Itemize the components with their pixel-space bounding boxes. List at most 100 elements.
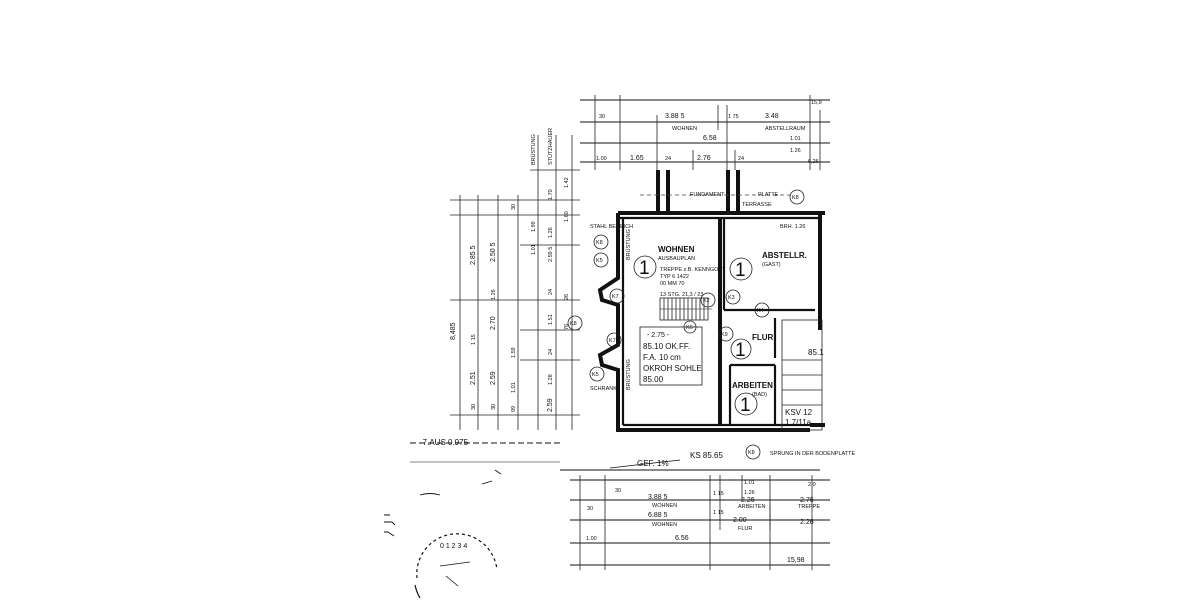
top-dim-sub-2: ABSTELLRAUM [765,126,806,132]
marker-k5-b: K5 [589,366,605,382]
top-dim-2: 3.88 5 [665,113,685,120]
stair-note-2: TYP 6 1422 [660,274,689,280]
marker-k8-c: K8 [789,189,805,205]
left-dim-c2: 2.59 [490,371,497,385]
bottom-dim-8: 1 15 [713,510,724,516]
room-sub: (GAST) [762,262,781,268]
room-number: 1 [735,260,746,281]
bottom-dim-2: 3.88 5 [648,494,668,501]
top-edge-1: 15,9 [811,100,822,106]
schrank-label: SCHRANK [590,386,617,392]
svg-text:K7: K7 [609,338,616,344]
left-dim-d6: 1.99 [531,221,537,232]
brh-label: BRH. 1.26 [780,224,805,230]
bottom-dim-4: 2.26 [741,497,755,504]
left-dim-d3: 1.59 [511,347,517,358]
level-note-3: F.A. 10 cm [643,353,681,362]
room-abstell: ABSTELLR. (GAST) 1 BRH. 1.26 [729,224,807,281]
bottom-dim-12: 6.56 [675,535,689,542]
svg-text:K9: K9 [721,332,728,338]
stair-steps: 13 STG. 21,3 / 23 [660,292,703,298]
room-name: FLUR [752,333,774,342]
bottom-dim-9: 2.00 [733,517,747,524]
left-dim-e8: 1.70 [548,189,554,200]
svg-text:K8: K8 [748,450,755,456]
top-dim-10: 24 [665,156,671,162]
bottom-dim-11: 1.00 [586,536,597,542]
level-note-box [639,326,703,386]
ground-line: -7.AUS 0.975 GEF. 1% [410,438,820,471]
top-dim-3: 1 75 [728,114,739,120]
bottom-dim-sub-2: ARBEITEN [738,504,766,510]
left-dim-e1: 2.59 [547,398,554,412]
level-right: 85.1 [808,348,824,357]
sprung-label: SPRUNG IN DER BODENPLATTE [770,451,855,457]
bottom-dim-13: 15,98 [787,557,805,564]
left-dim-f3: 1.60 [564,211,570,222]
top-dim-4: 3.48 [765,113,779,120]
top-dim-5: 6.58 [703,135,717,142]
bottom-dim-sub-5: FLUR [738,526,752,532]
stair-note-3: 00 MM 70 [660,281,684,287]
left-header-1: BRÜSTUNG [530,134,537,165]
left-dim-c1: 30 [491,404,497,410]
room-number-circle [729,257,753,281]
bruestung-label-2: BRÜSTUNG [625,359,632,390]
left-dim-total: 8,485 [450,322,457,340]
stair-note-1: TREPPE z.B. KENNGOTT [660,267,726,273]
left-dim-f2: 26 [564,294,570,300]
room-name: WOHNEN [658,245,695,254]
bottom-dimension-chains: 1.01 1.26 2.0 30 3.88 5 1 15 2.26 2.76 W… [570,475,830,570]
handwritten-marks [384,469,502,537]
marker-k6: K6 [683,320,697,334]
svg-text:K2: K2 [703,298,710,304]
marker-k8-b: K8 [567,315,583,331]
svg-text:K6: K6 [686,325,693,331]
bottom-dim-3: 1 15 [713,491,724,497]
svg-text:K5: K5 [596,258,603,264]
stahl-label: STAHL BEREICH [590,224,633,230]
room-flur: FLUR 1 [730,333,774,361]
room-name: ARBEITEN [732,381,773,390]
left-dim-d2: 1.01 [511,382,517,393]
left-dim-b2: 2.51 [470,371,477,385]
room-name: ABSTELLR. [762,251,807,260]
terrasse-label: TERRASSE [742,202,772,208]
left-dim-e7: 1.26 [548,227,554,238]
marker-k3: K3 [725,289,741,305]
left-dim-d5: 1.01 [531,244,537,255]
top-edge-2: 6,26 [808,159,819,165]
svg-text:K5: K5 [592,372,599,378]
room-number-circle [734,392,758,416]
marker-k8-d: K8 [745,444,761,460]
marker-k5-a: K5 [593,252,609,268]
platte-label: PLATTE [758,192,779,198]
room-wohnen: WOHNEN AUSBAUPLAN 1 TREPPE z.B. KENNGOTT… [633,245,726,386]
svg-text:K4: K4 [757,308,764,314]
top-dim-11: 2.76 [697,155,711,162]
left-dim-e4: 1.51 [548,314,554,325]
room-number: 1 [639,258,650,279]
top-dim-6: 1.01 [790,136,801,142]
bottom-dim-5: 2.76 [800,497,814,504]
bottom-dim-6: 30 [587,506,593,512]
svg-text:K8: K8 [596,240,603,246]
bottom-dim-7: 6.88 5 [648,512,668,519]
left-dimension-chains: 8,485 30 2.51 1 15 2.85 5 30 2.59 2.70 1… [450,128,580,430]
top-dim-9: 1.65 [630,155,644,162]
stamp: 0 1 2 3 4 [414,533,498,599]
level-note-1: - 2.75 - [647,332,670,339]
top-dim-8: 1.00 [596,156,607,162]
bottom-dim-1: 30 [615,488,621,494]
left-dim-e5: 24 [548,289,554,295]
left-dim-c3: 2.70 [490,316,497,330]
room-number: 1 [740,395,751,416]
room-number-circle [730,338,752,360]
marker-k7-a: K7 [609,288,625,304]
marker-k8-a: K8 [593,234,609,250]
marker-k9: K9 [718,326,734,342]
axis-label: -7.AUS 0.975 [420,438,469,447]
room-number: 1 [735,340,746,361]
left-dim-e3: 24 [548,349,554,355]
left-dim-e2: 1.28 [548,374,554,385]
